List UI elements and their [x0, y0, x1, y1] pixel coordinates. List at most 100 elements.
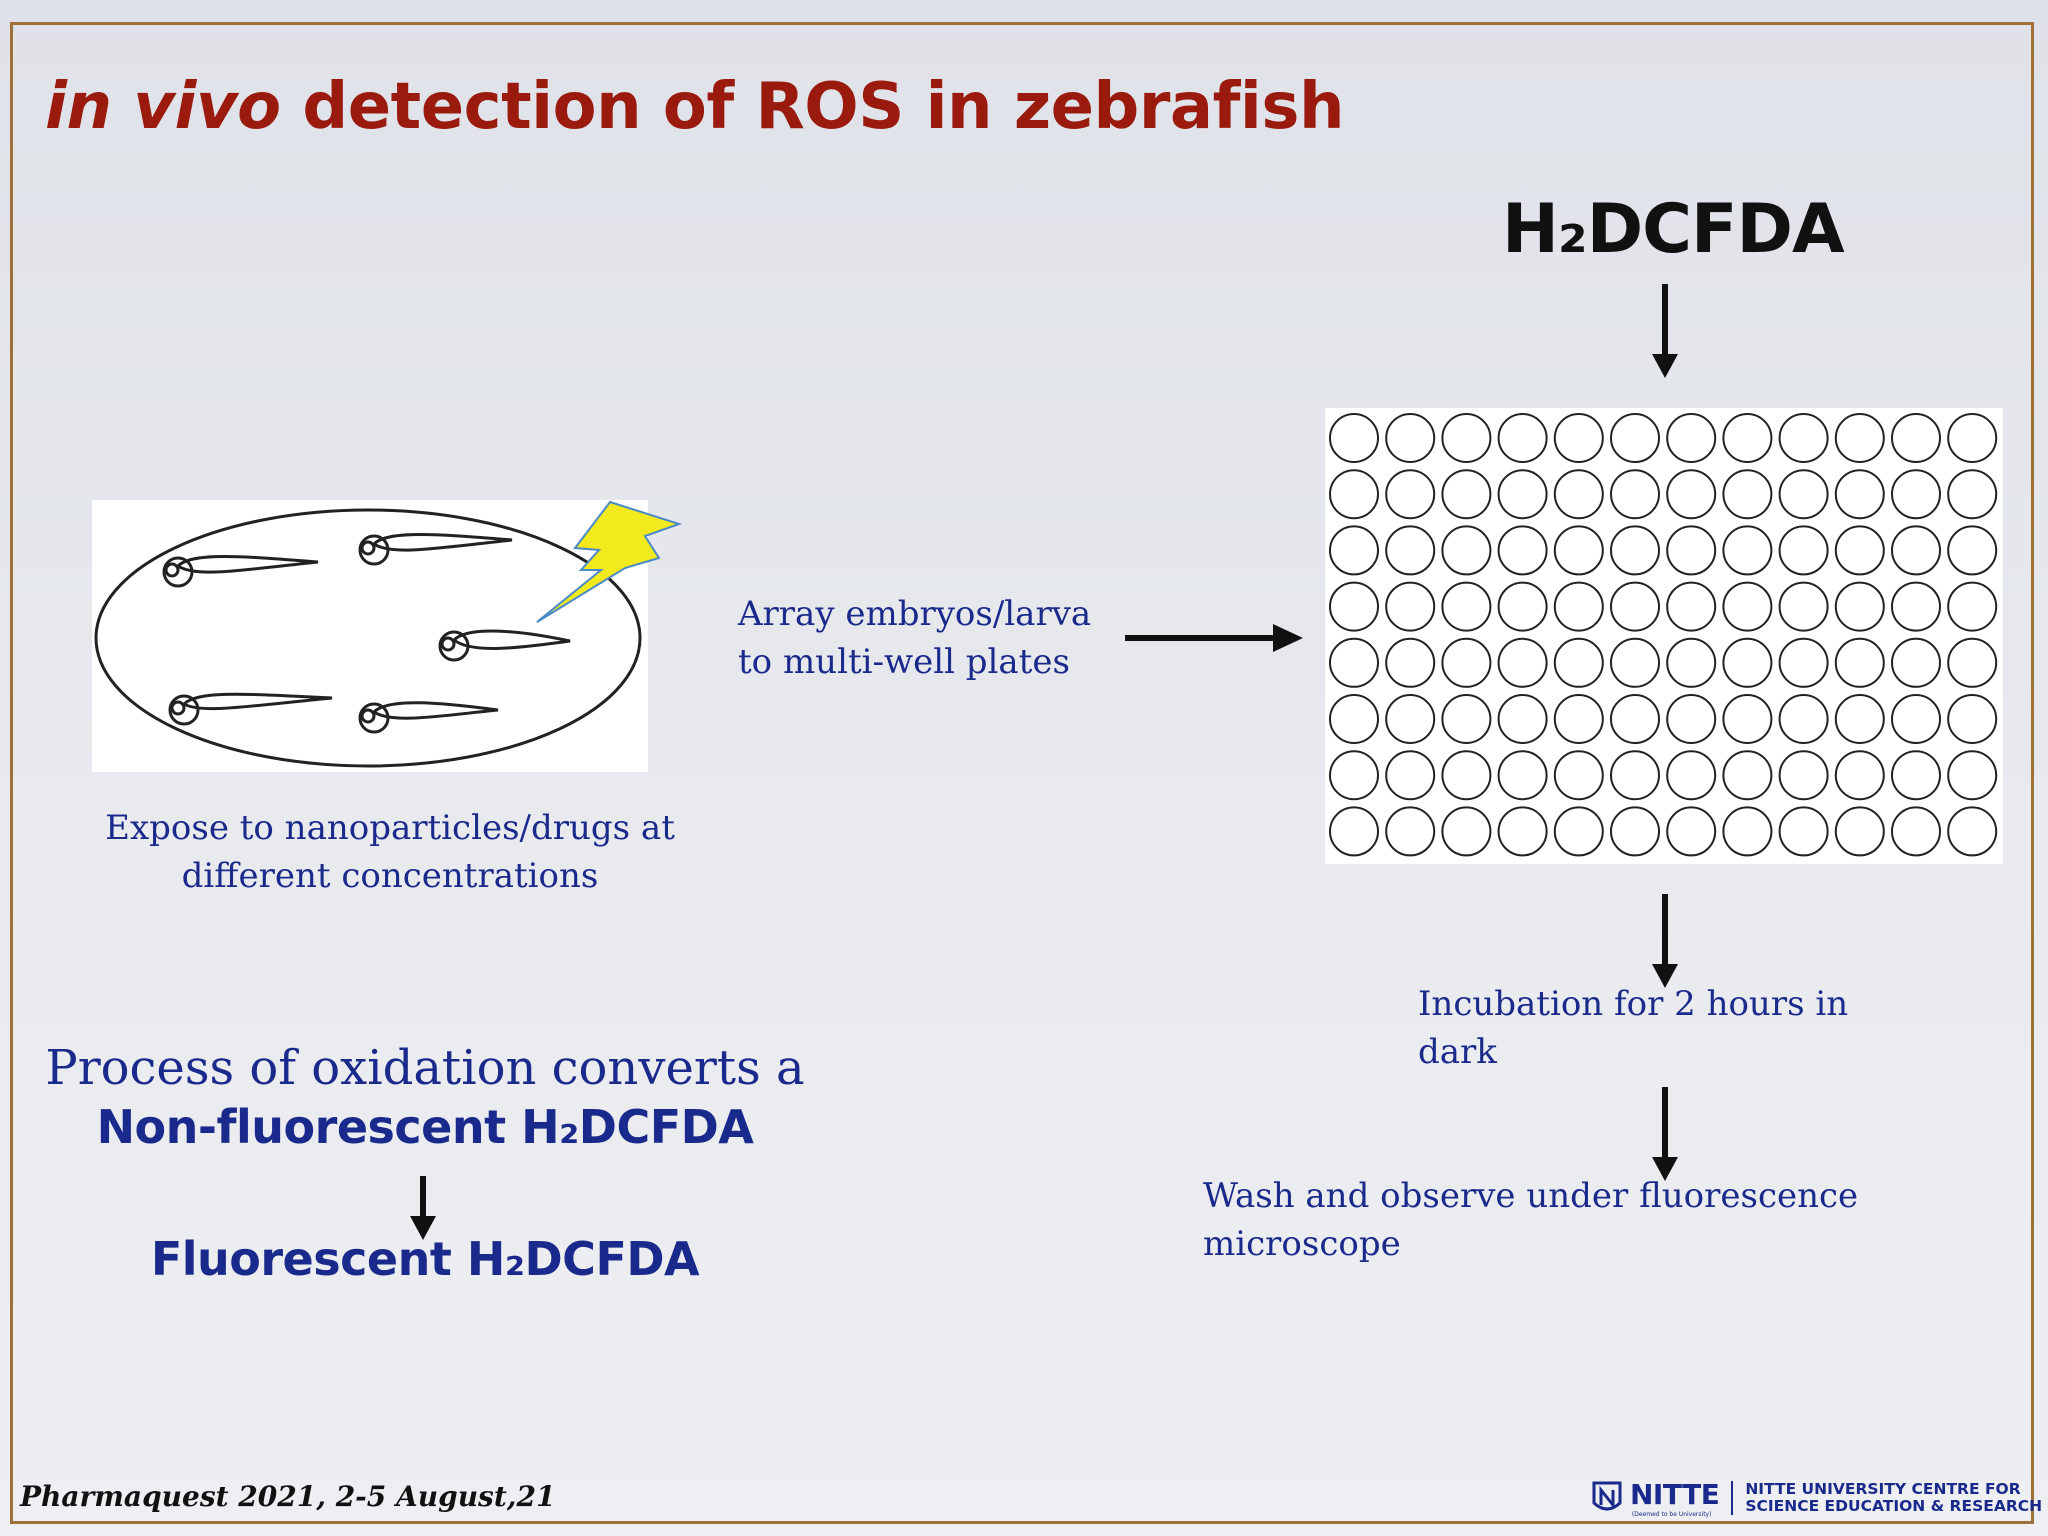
- plate-well: [1722, 750, 1773, 801]
- slide-frame: [10, 22, 2034, 1524]
- plate-well: [1441, 750, 1492, 801]
- plate-well: [1834, 694, 1885, 744]
- plate-well: [1722, 413, 1773, 463]
- plate-well: [1947, 525, 1998, 576]
- plate-well: [1610, 694, 1660, 744]
- plate-well: [1497, 469, 1548, 520]
- plate-well: [1385, 525, 1436, 576]
- zebrafish-larva-icon: [438, 629, 571, 662]
- plate-well: [1441, 637, 1492, 688]
- plate-well: [1610, 581, 1660, 632]
- plate-well: [1553, 469, 1604, 520]
- plate-well: [1891, 750, 1941, 801]
- plate-well: [1553, 525, 1604, 576]
- plate-well: [1947, 469, 1998, 520]
- plate-well: [1329, 750, 1379, 801]
- plate-well: [1834, 469, 1885, 520]
- plate-well: [1497, 806, 1548, 857]
- plate-well: [1666, 413, 1717, 463]
- plate-well: [1553, 581, 1604, 632]
- plate-well: [1497, 525, 1548, 576]
- zebrafish-larva-icon: [168, 692, 333, 726]
- plate-well: [1891, 694, 1941, 744]
- plate-well: [1891, 469, 1941, 520]
- plate-well: [1778, 637, 1829, 688]
- lightning-bolt-icon: [536, 500, 683, 623]
- arrow-down-icon: [1652, 1087, 1678, 1181]
- plate-well: [1666, 806, 1717, 857]
- plate-well: [1778, 525, 1829, 576]
- plate-well: [1891, 637, 1941, 688]
- plate-well: [1947, 413, 1998, 463]
- step3-caption: Incubation for 2 hours in dark: [1418, 984, 1849, 1072]
- plate-well: [1329, 413, 1379, 463]
- non-fluorescent-label: Non-fluorescent H₂DCFDA: [96, 1100, 754, 1154]
- plate-well: [1778, 413, 1829, 463]
- plate-well: [1666, 637, 1717, 688]
- plate-well: [1610, 750, 1660, 801]
- plate-well: [1610, 413, 1660, 463]
- plate-well: [1834, 806, 1885, 857]
- plate-well: [1610, 806, 1660, 857]
- nitte-logo: NITTE (Deemed to be University) NITTE UN…: [1590, 1478, 2042, 1518]
- plate-well: [1722, 694, 1773, 744]
- plate-well: [1778, 694, 1829, 744]
- plate-well: [1834, 581, 1885, 632]
- plate-well: [1947, 806, 1998, 857]
- plate-well: [1722, 469, 1773, 520]
- plate-well: [1441, 413, 1492, 463]
- plate-well: [1385, 694, 1436, 744]
- plate-well: [1610, 469, 1660, 520]
- plate-well: [1891, 413, 1941, 463]
- plate-well: [1553, 694, 1604, 744]
- slide-title: in vivo detection of ROS in zebrafish: [45, 70, 1345, 144]
- zebrafish-larva-icon: [162, 555, 319, 588]
- plate-well: [1329, 469, 1379, 520]
- step2-caption: Array embryos/larva to multi-well plates: [738, 594, 1092, 682]
- arrow-right-icon: [1125, 624, 1303, 652]
- plate-well: [1329, 581, 1379, 632]
- plate-well: [1778, 750, 1829, 801]
- plate-well: [1947, 694, 1998, 744]
- plate-well: [1834, 750, 1885, 801]
- plate-well: [1610, 525, 1660, 576]
- logo-tagline: (Deemed to be University): [1631, 1511, 1712, 1518]
- plate-well: [1553, 806, 1604, 857]
- plate-well: [1891, 525, 1941, 576]
- plate-well: [1891, 581, 1941, 632]
- plate-well: [1441, 469, 1492, 520]
- plate-well: [1778, 806, 1829, 857]
- plate-well: [1385, 637, 1436, 688]
- petri-dish-illustration: [92, 500, 648, 772]
- logo-separator: [1731, 1481, 1734, 1515]
- arrow-down-icon: [1652, 284, 1678, 378]
- plate-well: [1722, 806, 1773, 857]
- plate-well: [1722, 525, 1773, 576]
- plate-well: [1947, 637, 1998, 688]
- plate-well: [1891, 806, 1941, 857]
- logo-institution: NITTE UNIVERSITY CENTRE FOR SCIENCE EDUC…: [1745, 1480, 2043, 1515]
- plate-well: [1834, 525, 1885, 576]
- plate-well: [1385, 750, 1436, 801]
- fluorescent-label: Fluorescent H₂DCFDA: [150, 1232, 700, 1286]
- plate-well: [1666, 694, 1717, 744]
- plate-well: [1385, 469, 1436, 520]
- plate-well: [1497, 637, 1548, 688]
- plate-well: [1329, 694, 1379, 744]
- plate-well: [1610, 637, 1660, 688]
- plate-well: [1497, 581, 1548, 632]
- plate-well: [1834, 637, 1885, 688]
- plate-well: [1778, 581, 1829, 632]
- plate-well: [1666, 525, 1717, 576]
- plate-well: [1329, 637, 1379, 688]
- multi-well-plate: [1325, 408, 2003, 864]
- process-statement: Process of oxidation converts a: [45, 1040, 805, 1096]
- plate-well: [1666, 469, 1717, 520]
- plate-well: [1441, 525, 1492, 576]
- zebrafish-larva-icon: [358, 533, 513, 566]
- plate-well: [1666, 581, 1717, 632]
- plate-well: [1553, 637, 1604, 688]
- plate-well: [1947, 750, 1998, 801]
- plate-well: [1441, 806, 1492, 857]
- footer-event: Pharmaquest 2021, 2-5 August,21: [20, 1480, 556, 1513]
